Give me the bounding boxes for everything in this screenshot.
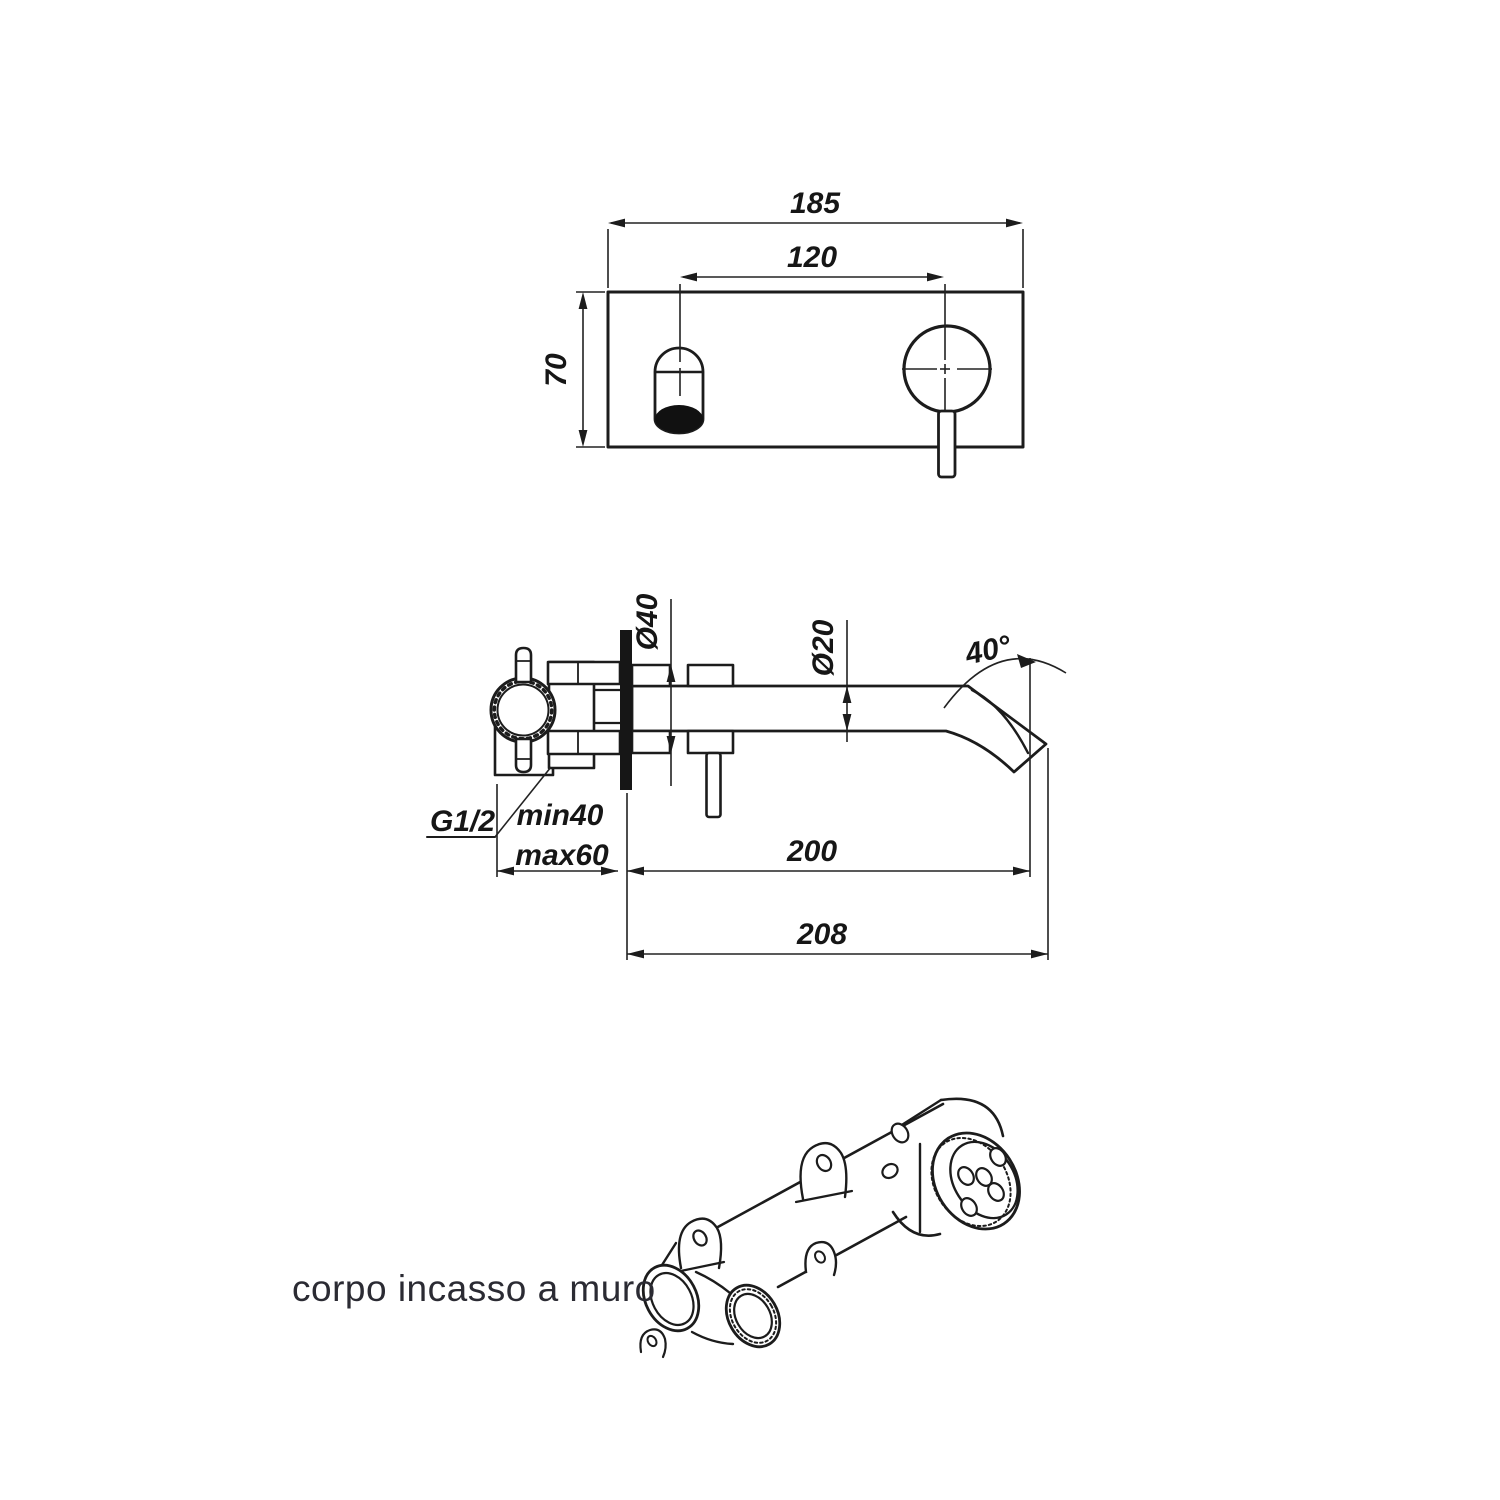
spout-outlet-front (653, 284, 705, 435)
inlet-ports (641, 1241, 782, 1349)
side-view: Ø40 Ø20 40° G1/2 min40 (426, 593, 1067, 960)
dim-rosette-diameter: Ø40 (631, 593, 676, 786)
dim-hole-spacing-label: 120 (787, 241, 837, 274)
dim-hole-spacing: 120 (680, 241, 944, 282)
inwall-body-side (489, 646, 622, 777)
dim-recess-depth: min40 max60 (496, 784, 618, 877)
spout-inner-bend (970, 688, 1030, 755)
dim-plate-width: 185 (607, 187, 1024, 288)
dim-total-projection: 208 (627, 748, 1049, 960)
dim-recess-depth-max-label: max60 (515, 839, 609, 872)
mounting-lugs (639, 1141, 854, 1359)
handle-front (902, 284, 992, 479)
dim-total-projection-label: 208 (796, 918, 847, 951)
dim-spout-projection: 200 (626, 793, 1030, 960)
cartridge-flange (930, 1131, 1021, 1231)
dim-plate-height: 70 (540, 291, 605, 448)
dim-rosette-diameter-label: Ø40 (631, 593, 664, 650)
dim-inlet-thread-label: G1/2 (430, 805, 495, 838)
caption-corpo-incasso: corpo incasso a muro (292, 1268, 656, 1309)
body-side-hole (881, 1162, 899, 1180)
body-top-hole (890, 1122, 910, 1144)
dim-spout-projection-label: 200 (786, 835, 837, 868)
wall-plate-side (620, 630, 632, 790)
spout-opening (655, 405, 703, 433)
dim-plate-height-label: 70 (540, 353, 573, 387)
dim-recess-depth-min-label: min40 (517, 799, 604, 832)
front-view: 185 120 70 (540, 187, 1025, 479)
handle-lever-side (705, 751, 722, 819)
dim-plate-width-label: 185 (790, 187, 841, 220)
wall-body-isometric (639, 1097, 1021, 1359)
handle-lever (937, 409, 957, 479)
dim-spout-diameter: Ø20 (807, 619, 852, 742)
dim-spout-diameter-label: Ø20 (807, 619, 840, 676)
bottom-inlet-stub (514, 737, 533, 774)
dim-inlet-thread: G1/2 (426, 766, 552, 838)
spout-side (630, 684, 1048, 774)
top-inlet-stub (514, 646, 533, 684)
dim-spout-angle-label: 40° (962, 629, 1015, 671)
